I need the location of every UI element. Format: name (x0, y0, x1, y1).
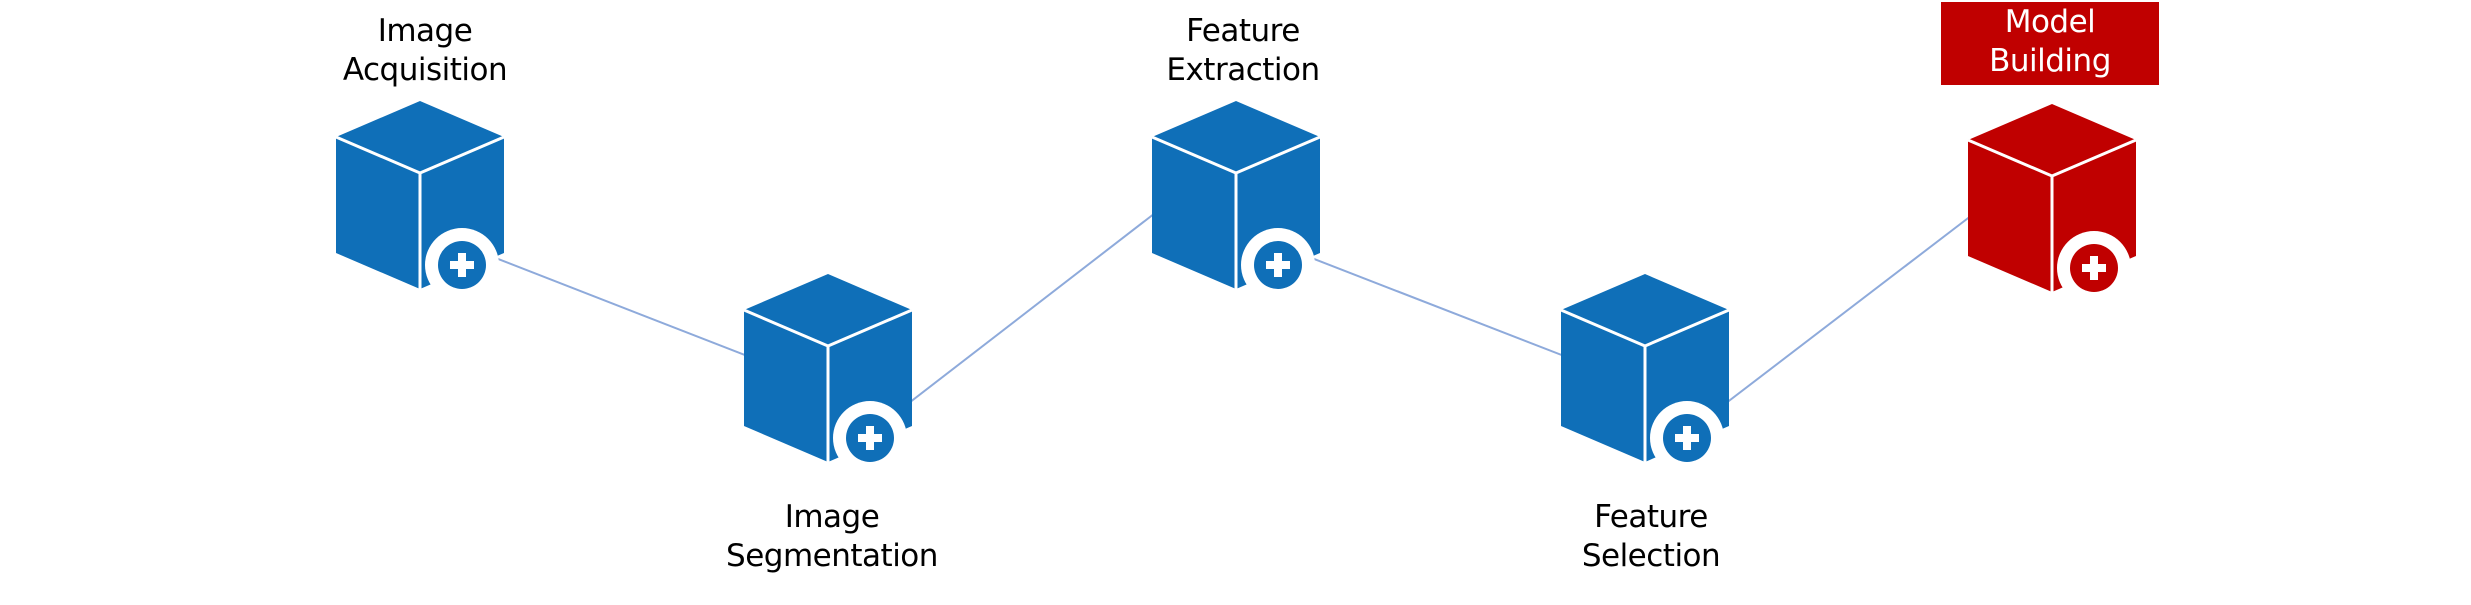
step-label-line: Image (784, 499, 880, 535)
connector-line (1290, 249, 1591, 367)
cube-icon (335, 101, 505, 302)
step-label-line: Image (377, 13, 473, 49)
cube-icon (743, 274, 913, 475)
step-label-line: Selection (1581, 538, 1721, 574)
step-label-line: Extraction (1166, 52, 1320, 88)
step-label-feature-selection: Feature Selection (1521, 498, 1781, 576)
cube-icon (1967, 104, 2137, 305)
plus-vertical (458, 253, 466, 277)
plus-vertical (2090, 256, 2098, 280)
step-label-line: Segmentation (726, 538, 938, 574)
cube-icon (1560, 274, 1730, 475)
plus-vertical (1683, 426, 1691, 450)
step-label-line: Model (2004, 4, 2096, 40)
plus-vertical (1274, 253, 1282, 277)
step-label-line: Acquisition (342, 52, 508, 88)
connector-line (474, 249, 774, 367)
step-label-line: Feature (1594, 499, 1708, 535)
connector-line (1699, 195, 1998, 424)
cube-icon (1151, 101, 1321, 302)
connector-line (882, 192, 1182, 424)
step-label-line: Feature (1186, 13, 1300, 49)
plus-vertical (866, 426, 874, 450)
step-label-image-acquisition: Image Acquisition (295, 12, 555, 90)
step-label-feature-extraction: Feature Extraction (1113, 12, 1373, 90)
step-label-line: Building (1989, 43, 2111, 79)
step-label-model-building: Model Building (1941, 2, 2159, 85)
step-label-image-segmentation: Image Segmentation (702, 498, 962, 576)
